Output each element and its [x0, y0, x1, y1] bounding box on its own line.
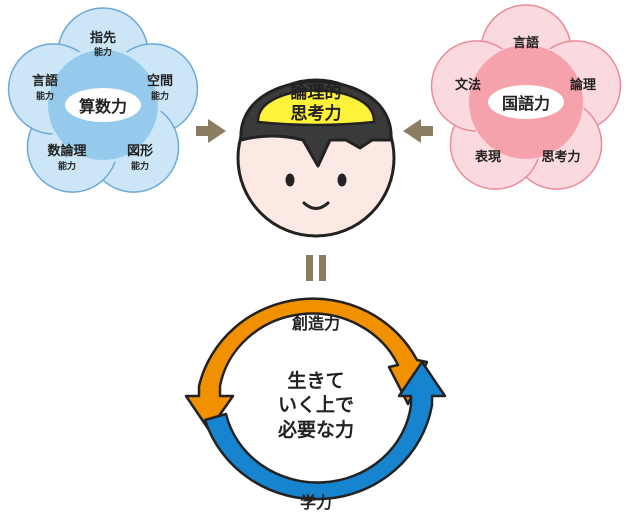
language-sub-label: 能力	[36, 90, 54, 102]
number-logic-sub-label: 能力	[58, 160, 76, 172]
cap-panel	[256, 89, 376, 127]
thinking-item: 思考力	[541, 149, 580, 165]
smile	[302, 201, 330, 210]
fingertip-label: 指先	[90, 30, 116, 46]
logical-line-2: 思考力	[291, 103, 342, 124]
math-ability-label: 算数力	[79, 97, 127, 116]
blue-cycle-arrow	[203, 360, 447, 501]
language-label: 言語	[32, 73, 58, 89]
logic-item: 論理	[570, 77, 596, 93]
math-flower-center-bubble	[65, 88, 141, 122]
figure-sub-label: 能力	[131, 160, 149, 172]
orange-cycle-arrow	[184, 297, 429, 432]
japanese-flower-center-bubble	[488, 85, 564, 119]
equals-sign	[306, 255, 326, 281]
spatial-sub-label: 能力	[151, 90, 169, 102]
math-ability-flower: 算数力 指先 能力 空間 能力 図形 能力 数論理 能力 言語 能力	[7, 7, 199, 193]
spatial-label: 空間	[147, 73, 173, 89]
left-pointing-arrow	[403, 119, 433, 143]
japanese-ability-flower: 国語力 言語 論理 思考力 表現 文法	[430, 4, 622, 190]
creativity-label: 創造力	[291, 314, 340, 333]
center-line-2: いく上で	[278, 394, 354, 416]
right-eye	[337, 173, 347, 187]
expression-item: 表現	[474, 149, 501, 165]
language-item: 言語	[513, 35, 539, 51]
figure-label: 図形	[127, 144, 153, 159]
japanese-ability-label: 国語力	[502, 94, 550, 113]
left-eye	[285, 173, 295, 187]
creative-learning-cycle: 創造力 学力 生きて いく上で 必要な力	[184, 297, 447, 512]
fingertip-sub-label: 能力	[94, 46, 112, 58]
logical-line-1: 論理的	[291, 82, 342, 103]
academic-ability-label: 学力	[300, 493, 332, 512]
number-logic-label: 数論理	[47, 143, 86, 159]
center-line-3: 必要な力	[277, 418, 354, 441]
child-head-illustration: 論理的 思考力	[236, 78, 396, 238]
center-line-1: 生きて	[287, 369, 344, 392]
grammar-item: 文法	[455, 77, 481, 93]
right-pointing-arrow	[196, 119, 226, 143]
